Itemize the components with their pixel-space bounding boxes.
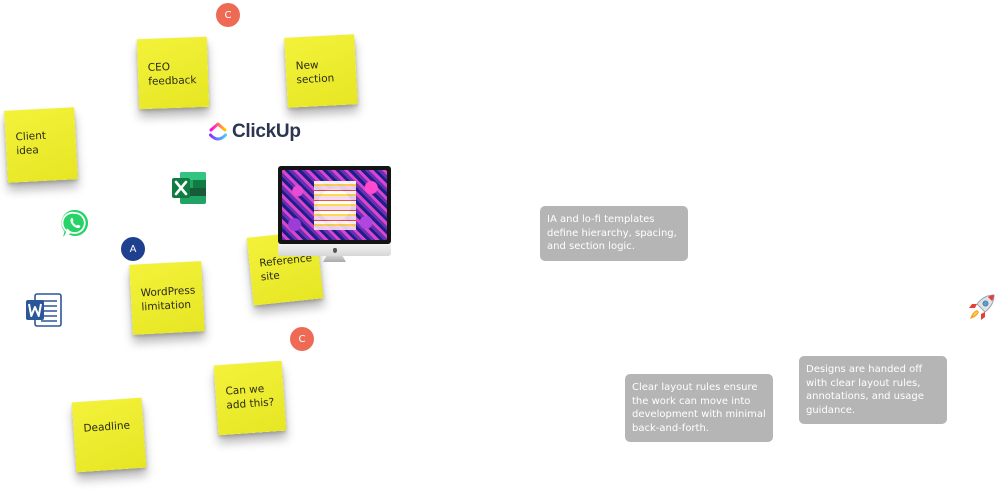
reference-site-monitor [278, 166, 393, 262]
callout-handoff: Designs are handed off with clear layout… [799, 356, 947, 424]
sticky-note-can-we-add-this[interactable]: Can we add this? [213, 360, 287, 436]
apple-logo-icon [332, 247, 337, 253]
rocket-icon [966, 291, 998, 330]
avatar-badge-c: C [290, 327, 314, 351]
sticky-note-new-section[interactable]: New section [284, 34, 358, 108]
word-icon [26, 293, 62, 327]
callout-ia-templates: IA and lo-fi templates define hierarchy,… [540, 206, 688, 261]
excel-icon [172, 172, 206, 204]
whatsapp-icon [61, 209, 89, 237]
avatar-badge-c: C [216, 3, 240, 27]
clickup-icon [209, 122, 227, 141]
clickup-logo: ClickUp [208, 121, 301, 143]
clickup-wordmark: ClickUp [232, 121, 301, 142]
sticky-note-deadline[interactable]: Deadline [71, 397, 147, 473]
sticky-note-client-idea[interactable]: Client idea [4, 107, 78, 183]
sticky-note-ceo-feedback[interactable]: CEO feedback [136, 36, 210, 110]
avatar-badge-a: A [121, 237, 145, 261]
sticky-note-wordpress-limitation[interactable]: WordPress limitation [129, 261, 205, 335]
callout-layout-rules: Clear layout rules ensure the work can m… [625, 374, 773, 442]
